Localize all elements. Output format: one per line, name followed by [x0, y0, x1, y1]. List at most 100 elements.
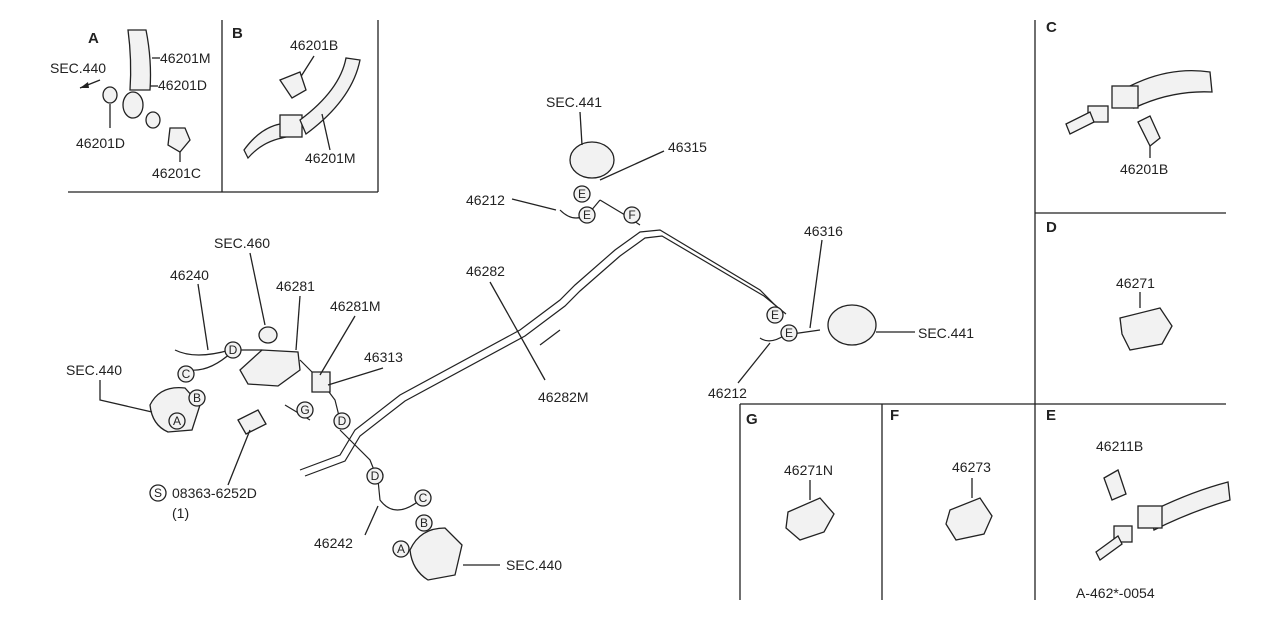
panel-g: G 46271N — [746, 411, 835, 541]
panel-a-46201c: 46201C — [152, 165, 201, 181]
svg-text:E: E — [785, 326, 793, 340]
panel-g-46271n: 46271N — [784, 462, 833, 478]
panel-e-hose — [1149, 481, 1231, 531]
panel-d-letter: D — [1046, 219, 1057, 236]
label-46282m: 46282M — [538, 389, 589, 405]
marker-d-low: D — [366, 467, 384, 485]
panel-e-letter: E — [1046, 407, 1056, 424]
reservoir-cap — [258, 326, 278, 344]
svg-text:C: C — [182, 367, 191, 381]
panel-a-letter: A — [88, 30, 99, 47]
panel-b-hose — [299, 57, 361, 136]
panel-b: B 46201B 46201M — [232, 25, 361, 166]
leader-lines — [99, 111, 915, 566]
panel-e: E 46211B A-462*-0054 — [1046, 407, 1231, 601]
marker-g: G — [296, 401, 314, 419]
label-bolt: 08363-6252D — [172, 485, 257, 501]
panel-f: F 46273 — [890, 407, 993, 541]
svg-text:E: E — [583, 208, 591, 222]
rear-drum-top — [569, 141, 615, 179]
junction-block — [311, 371, 331, 393]
label-46212-right: 46212 — [708, 385, 747, 401]
label-46242: 46242 — [314, 535, 353, 551]
front-caliper-left — [149, 386, 201, 433]
label-46316: 46316 — [804, 223, 843, 239]
marker-d-mid: D — [333, 412, 351, 430]
label-46281m: 46281M — [330, 298, 381, 314]
label-46282: 46282 — [466, 263, 505, 279]
panel-g-letter: G — [746, 411, 758, 428]
panel-a-46201d-lower: 46201D — [76, 135, 125, 151]
panel-b-46201m: 46201M — [305, 150, 356, 166]
svg-text:C: C — [419, 491, 428, 505]
front-caliper-bottom — [409, 527, 463, 581]
label-46240: 46240 — [170, 267, 209, 283]
panel-a: A SEC.440 46201M 46201D 46201D 46201C — [50, 29, 211, 181]
panel-a-46201m: 46201M — [160, 50, 211, 66]
panel-f-46273: 46273 — [952, 459, 991, 475]
marker-e-right-1: E — [766, 306, 784, 324]
svg-text:G: G — [300, 403, 309, 417]
panel-e-clip — [1103, 469, 1127, 501]
panel-a-washer-2 — [145, 111, 161, 129]
svg-text:B: B — [420, 516, 428, 530]
panel-b-fitting — [279, 114, 303, 138]
label-sec440-left: SEC.440 — [66, 362, 122, 378]
panel-c-fitting — [1111, 85, 1139, 109]
label-46315: 46315 — [668, 139, 707, 155]
panel-c-clip — [1137, 115, 1161, 148]
svg-text:D: D — [371, 469, 380, 483]
svg-text:B: B — [193, 391, 201, 405]
marker-c-left: C — [177, 365, 195, 383]
circle-markers: A B C D G D D C B A E E F E E — [168, 185, 798, 558]
panel-f-letter: F — [890, 407, 899, 424]
marker-b-low: B — [415, 514, 433, 532]
marker-b-left: B — [188, 389, 206, 407]
panel-c-46201b: 46201B — [1120, 161, 1168, 177]
panel-g-clip — [785, 497, 835, 541]
marker-e-right-2: E — [780, 324, 798, 342]
svg-text:D: D — [229, 343, 238, 357]
panel-d-46271: 46271 — [1116, 275, 1155, 291]
main-labels: SEC.441 46315 46212 46282 46282M 46316 S… — [66, 94, 974, 573]
master-cylinder — [239, 349, 301, 387]
marker-a-left: A — [168, 412, 186, 430]
panel-c: C 46201B — [1046, 19, 1213, 177]
label-bolt-qty: (1) — [172, 505, 189, 521]
svg-text:A: A — [397, 542, 405, 556]
panel-b-46201b: 46201B — [290, 37, 338, 53]
components — [149, 141, 877, 581]
marker-c-low: C — [414, 489, 432, 507]
panel-a-banjo — [122, 91, 144, 119]
panel-a-hose — [127, 29, 152, 91]
panel-c-letter: C — [1046, 19, 1057, 36]
svg-text:D: D — [338, 414, 347, 428]
panel-a-arrowhead — [80, 82, 89, 88]
panel-a-46201d-upper: 46201D — [158, 77, 207, 93]
label-sec460: SEC.460 — [214, 235, 270, 251]
marker-d-left: D — [224, 341, 242, 359]
panel-b-letter: B — [232, 25, 243, 42]
panel-c-hose — [1129, 69, 1213, 109]
svg-text:A: A — [173, 414, 181, 428]
panel-a-washer-1 — [102, 86, 118, 104]
bolt-part — [237, 409, 267, 435]
panel-c-pipe — [1065, 111, 1095, 135]
panel-b-clip — [279, 71, 307, 99]
panel-d: D 46271 — [1046, 219, 1173, 351]
label-bolt-symbol-circle — [149, 484, 167, 502]
inset-frames — [68, 20, 1226, 600]
label-46281: 46281 — [276, 278, 315, 294]
panel-a-sec440: SEC.440 — [50, 60, 106, 76]
rear-drum-right — [827, 304, 877, 346]
panel-e-pipe — [1095, 535, 1123, 561]
label-sec441-top: SEC.441 — [546, 94, 602, 110]
panel-e-fitting — [1137, 505, 1163, 529]
marker-e-top-2: E — [578, 206, 596, 224]
marker-a-low: A — [392, 540, 410, 558]
panel-e-46211b: 46211B — [1096, 438, 1143, 454]
marker-f-top: F — [623, 206, 641, 224]
svg-text:E: E — [578, 187, 586, 201]
label-sec441-right: SEC.441 — [918, 325, 974, 341]
